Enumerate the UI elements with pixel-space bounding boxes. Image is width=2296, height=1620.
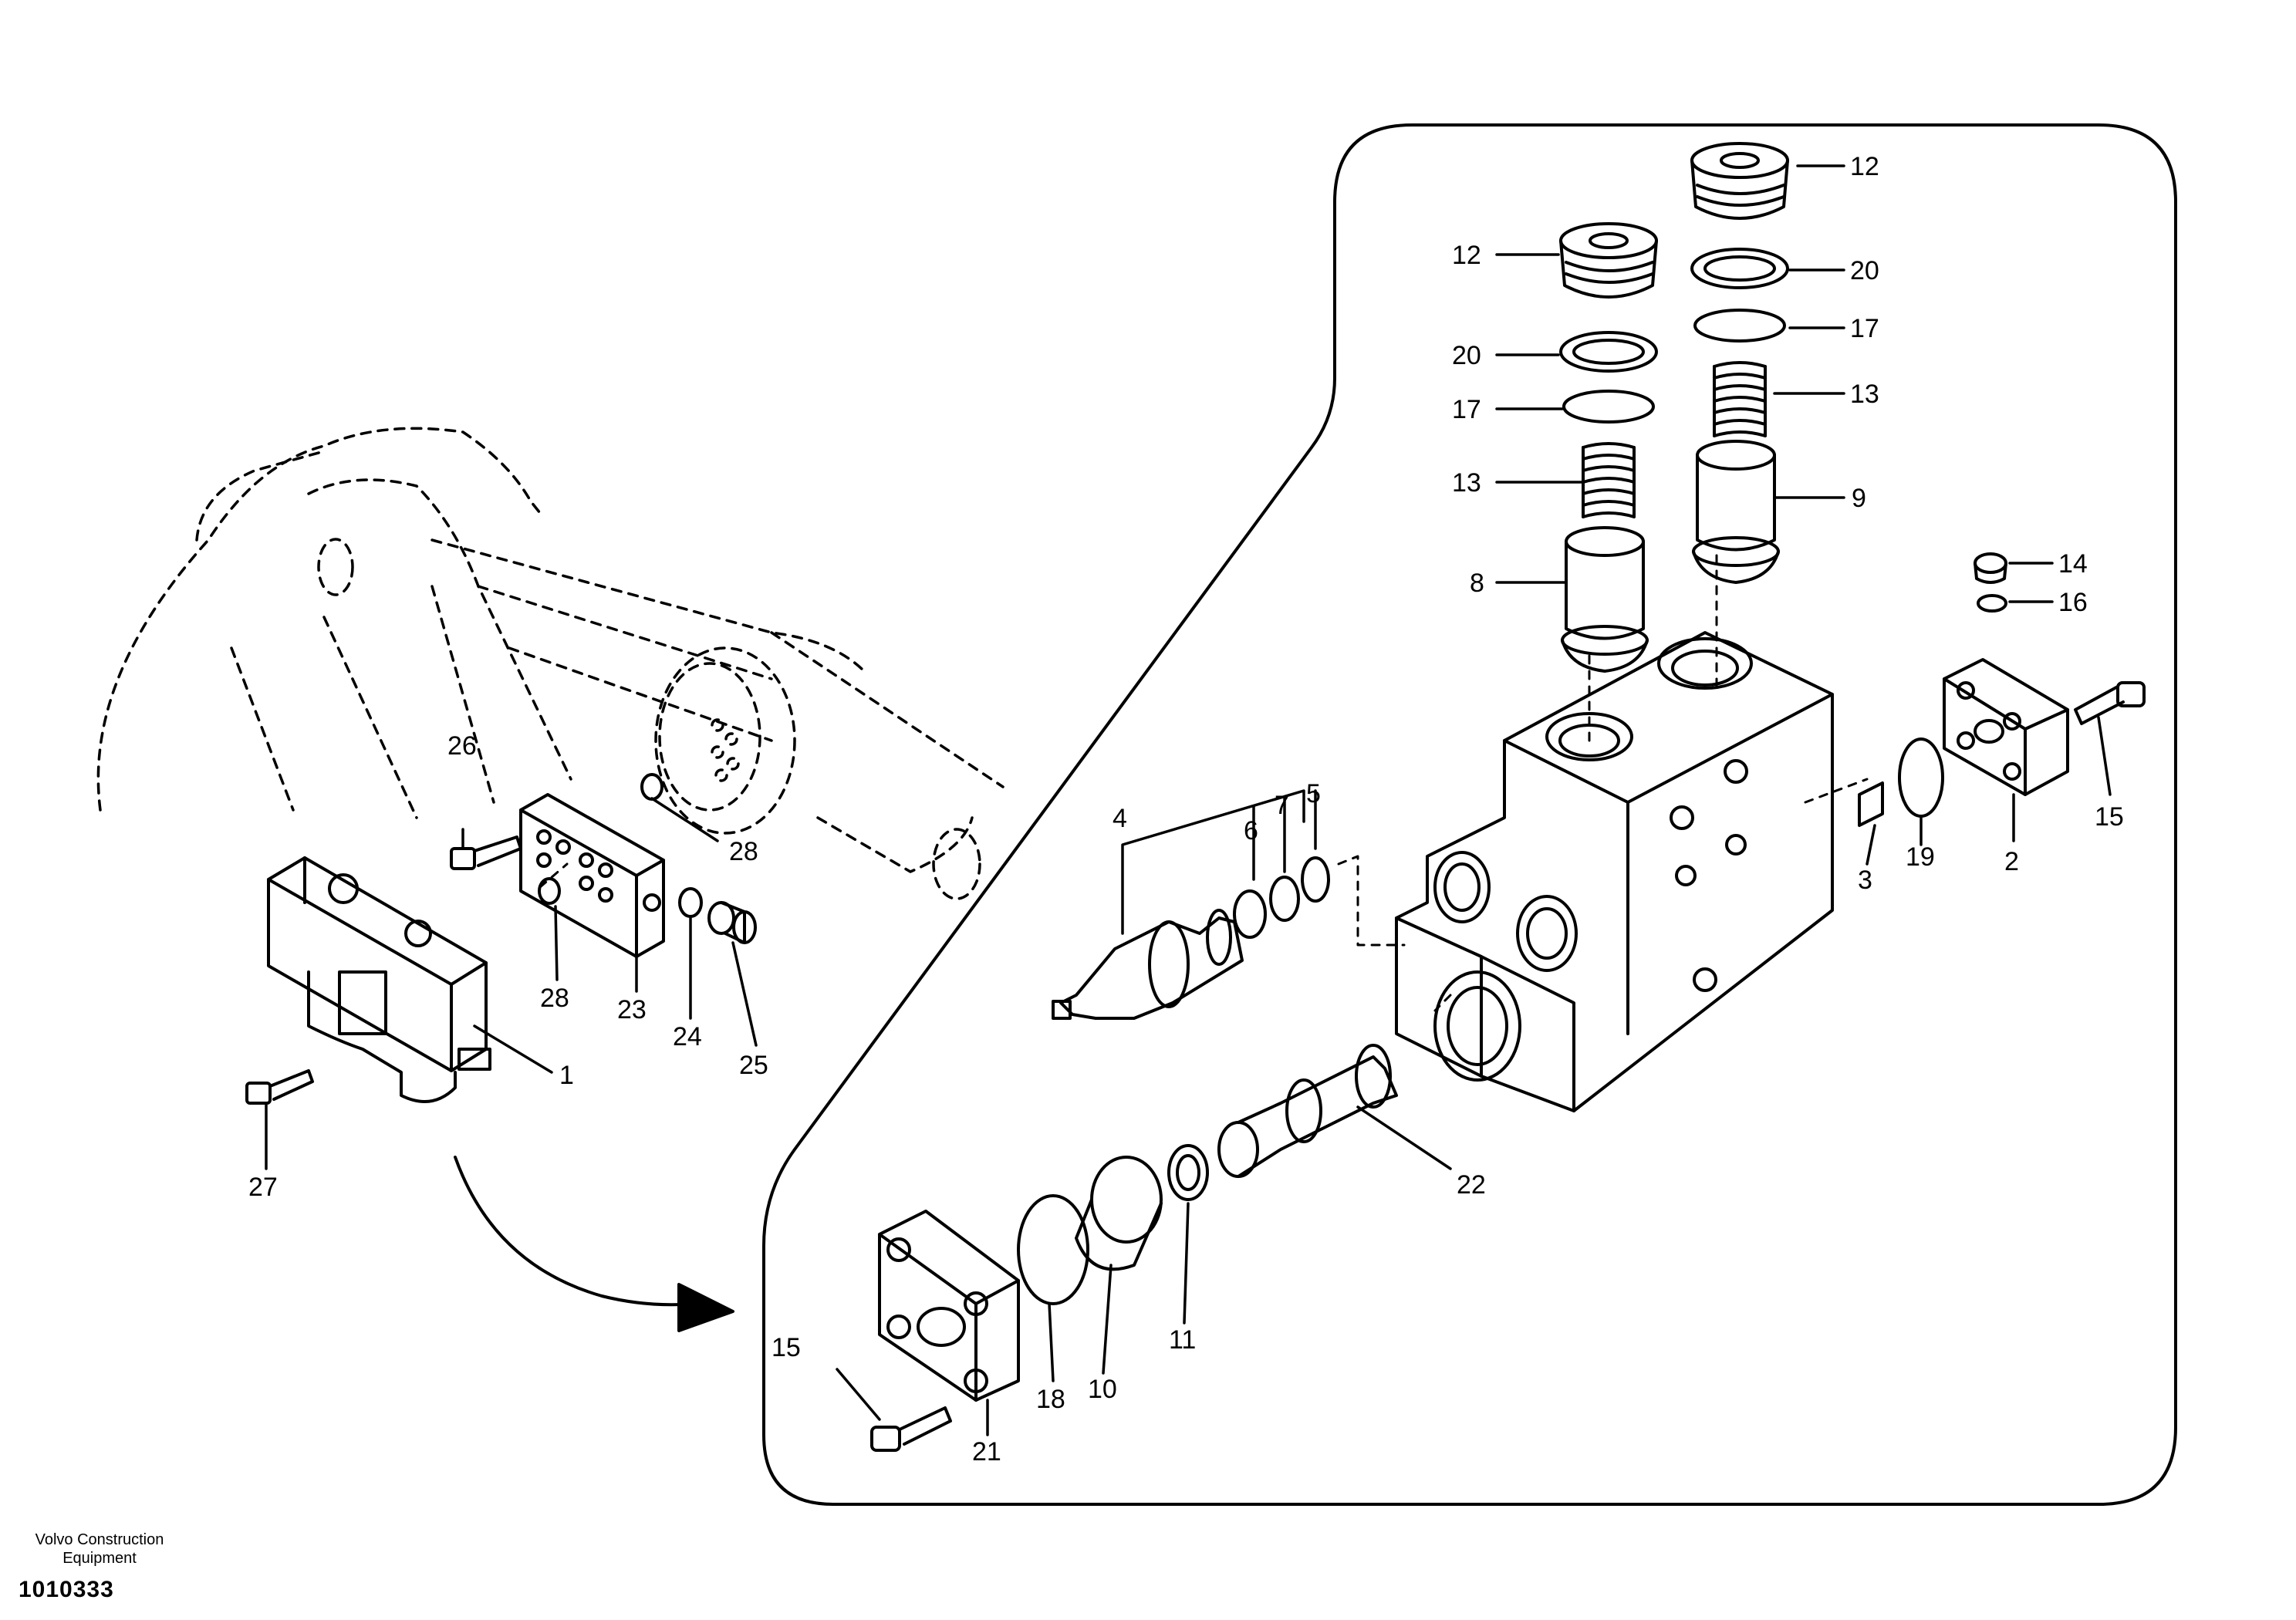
callout-7: 7 — [1275, 791, 1289, 820]
callout-14: 14 — [2058, 549, 2088, 579]
part-20-washer-right — [1690, 248, 1789, 289]
part-25-plug — [707, 901, 757, 944]
part-7-o-ring — [1269, 876, 1300, 922]
callout-27: 27 — [248, 1173, 278, 1202]
transfer-arrow-head — [677, 1283, 734, 1332]
callout-23: 23 — [617, 995, 647, 1024]
callout-21: 21 — [972, 1437, 1001, 1466]
part-23-manifold — [519, 793, 665, 958]
callout-4: 4 — [1113, 804, 1127, 833]
part-27-bolt — [245, 1069, 314, 1105]
part-1-solenoid-valve — [267, 856, 491, 1103]
callout-8: 8 — [1470, 569, 1484, 598]
callout-20-left: 20 — [1452, 341, 1481, 370]
part-14-plug — [1974, 552, 2007, 584]
callout-24: 24 — [673, 1022, 702, 1051]
part-28-o-ring — [538, 877, 561, 905]
part-8-poppet — [1561, 526, 1649, 673]
callout-10: 10 — [1088, 1375, 1117, 1404]
callout-28-upper: 28 — [729, 837, 758, 866]
part-9-poppet — [1692, 440, 1780, 584]
callout-12-left: 12 — [1452, 241, 1481, 270]
part-20-washer-left-inner — [1572, 339, 1645, 365]
valve-body — [1395, 631, 1834, 1112]
callout-15-left: 15 — [772, 1333, 801, 1362]
callout-2: 2 — [2004, 847, 2019, 876]
callout-3: 3 — [1858, 866, 1872, 895]
part-17-o-ring-right — [1693, 309, 1786, 343]
callout-17-left: 17 — [1452, 395, 1481, 424]
part-12-plug-right — [1690, 142, 1789, 220]
machine-outline — [96, 427, 1004, 900]
callout-1: 1 — [559, 1061, 574, 1090]
footer-drawing-number: 1010333 — [19, 1577, 114, 1602]
callout-labels: 12 12 20 20 17 17 13 13 9 8 14 16 15 2 1… — [248, 152, 2124, 1466]
part-17-o-ring-left — [1562, 390, 1655, 424]
part-15-bolt-lower — [870, 1406, 952, 1452]
callout-20-right: 20 — [1850, 256, 1879, 285]
callout-22: 22 — [1457, 1170, 1486, 1200]
part-28-o-ring-upper — [640, 773, 663, 801]
part-11-seal — [1167, 1144, 1209, 1201]
part-2-cover — [1943, 658, 2069, 796]
callout-6: 6 — [1244, 816, 1258, 845]
callout-19: 19 — [1906, 842, 1935, 872]
part-19-o-ring — [1898, 737, 1944, 818]
transfer-arrow — [454, 1156, 696, 1307]
part-21-cover — [878, 1210, 1020, 1402]
callout-28-lower: 28 — [540, 984, 569, 1013]
part-6-o-ring — [1233, 889, 1267, 939]
part-4-relief-valve — [1052, 909, 1244, 1020]
footer-company: Volvo Construction Equipment — [35, 1531, 164, 1567]
part-16-o-ring — [1977, 594, 2007, 613]
part-15-bolt-upper — [2074, 681, 2146, 725]
callout-25: 25 — [739, 1051, 768, 1080]
callout-17-right: 17 — [1850, 314, 1879, 343]
callout-13-left: 13 — [1452, 468, 1481, 498]
callout-5: 5 — [1306, 779, 1321, 808]
part-18-o-ring — [1017, 1194, 1089, 1305]
part-22-spool — [1217, 1044, 1398, 1178]
leader-lines — [265, 164, 2112, 1436]
callout-16: 16 — [2058, 588, 2088, 617]
callout-11: 11 — [1169, 1325, 1196, 1355]
callout-18: 18 — [1036, 1385, 1065, 1414]
detail-frame — [762, 123, 2177, 1506]
part-5-o-ring — [1301, 856, 1330, 903]
part-13-spring-right — [1713, 361, 1767, 437]
callout-15-right: 15 — [2095, 802, 2124, 832]
part-20-washer-right-inner — [1703, 255, 1776, 282]
part-24-o-ring — [678, 887, 703, 918]
part-20-washer-left — [1559, 331, 1658, 373]
part-12-plug-left — [1559, 222, 1658, 299]
part-3-plug — [1858, 781, 1884, 827]
callout-9: 9 — [1852, 484, 1866, 513]
part-13-spring-left — [1582, 442, 1636, 518]
callout-13-right: 13 — [1850, 380, 1879, 409]
callout-12-right: 12 — [1850, 152, 1879, 181]
callout-26: 26 — [447, 731, 477, 761]
part-10-sleeve — [1075, 1156, 1163, 1271]
